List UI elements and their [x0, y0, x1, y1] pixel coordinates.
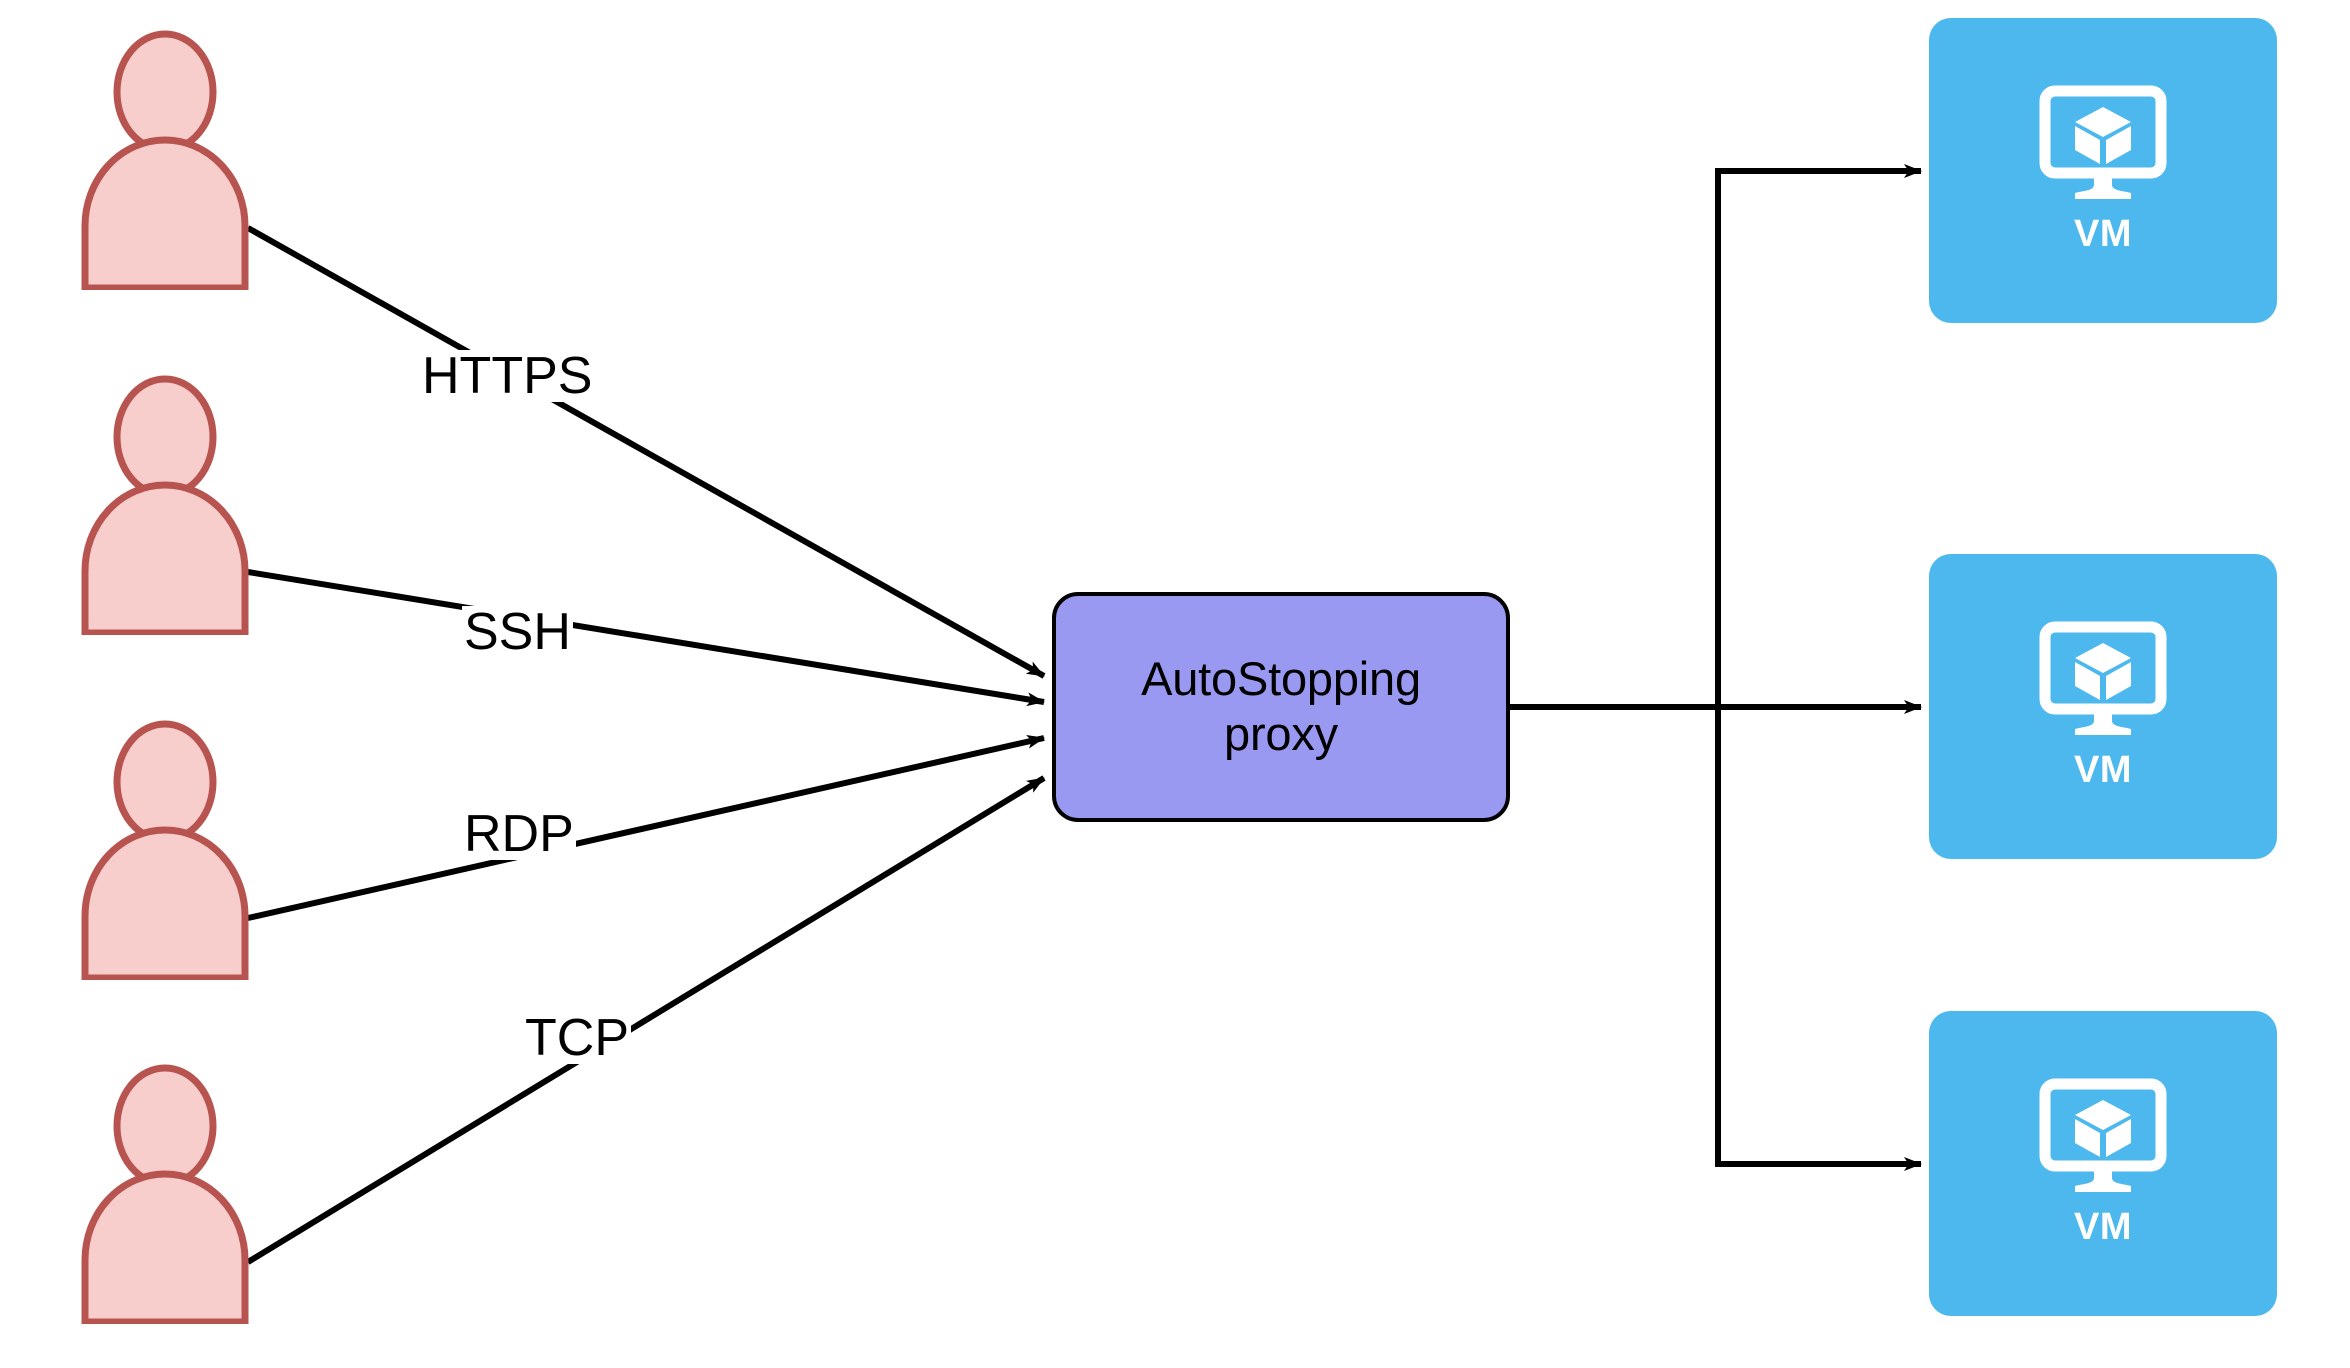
connector-proxy-trunk: [1510, 168, 1721, 1167]
autostopping-proxy-label: AutoStopping proxy: [1141, 652, 1421, 760]
connector-ssh: [247, 569, 1045, 707]
edge-label-tcp: TCP: [523, 1009, 631, 1067]
user-icon: [81, 720, 249, 982]
connector-rdp: [247, 734, 1045, 921]
edge-label-https: HTTPS: [420, 347, 595, 405]
edge-label-rdp: RDP: [462, 805, 576, 863]
actor-user-2[interactable]: [80, 375, 250, 637]
vm-node-2[interactable]: VM: [1929, 554, 2277, 859]
actor-user-4[interactable]: [80, 1064, 250, 1326]
autostopping-proxy-node[interactable]: AutoStopping proxy: [1052, 592, 1510, 822]
connector-tcp: [246, 775, 1046, 1265]
edge-label-ssh: SSH: [462, 603, 573, 661]
user-icon: [81, 375, 249, 637]
vm-label: VM: [2074, 213, 2132, 255]
user-icon: [81, 1064, 249, 1326]
user-icon: [81, 30, 249, 292]
actor-user-3[interactable]: [80, 720, 250, 982]
virtual-machine-icon: [2039, 1078, 2167, 1192]
virtual-machine-icon: [2039, 621, 2167, 735]
vm-node-1[interactable]: VM: [1929, 18, 2277, 323]
connector-https: [246, 225, 1046, 679]
vm-label: VM: [2074, 749, 2132, 791]
virtual-machine-icon: [2039, 85, 2167, 199]
vm-node-3[interactable]: VM: [1929, 1011, 2277, 1316]
actor-user-1[interactable]: [80, 30, 250, 292]
vm-label: VM: [2074, 1206, 2132, 1248]
